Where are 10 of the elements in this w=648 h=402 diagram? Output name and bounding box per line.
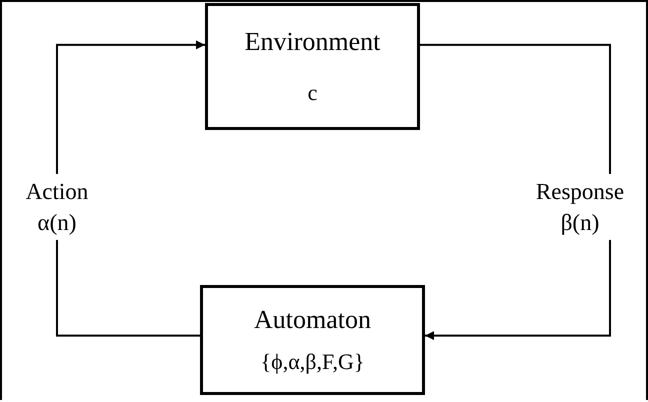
process-box	[205, 3, 420, 130]
box-title: Automaton	[254, 306, 371, 334]
box-title: Environment	[244, 28, 380, 57]
box-parameter: {ϕ,α,β,F,G}	[260, 350, 364, 374]
edge-label: Response β(n)	[536, 174, 624, 240]
arrow	[420, 44, 611, 340]
box-parameter: c	[308, 80, 318, 105]
process-box	[200, 285, 425, 395]
edge-label: Action α(n)	[26, 174, 88, 240]
arrow	[56, 40, 205, 337]
